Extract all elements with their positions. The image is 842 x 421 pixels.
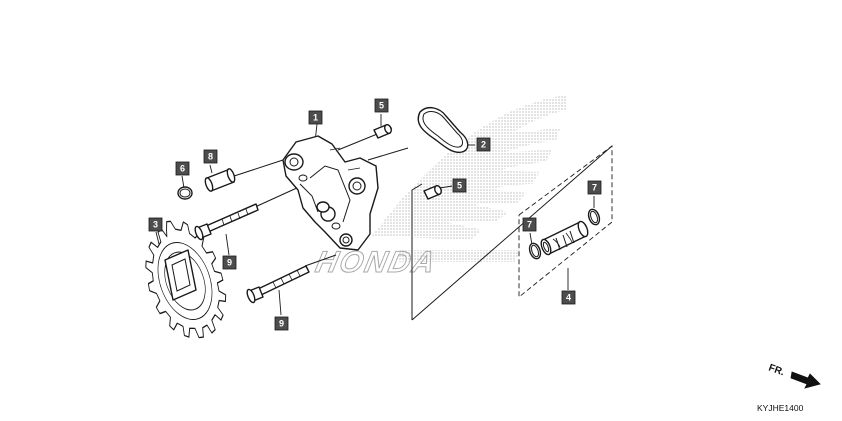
watermark-wordmark: HONDA xyxy=(313,246,440,279)
subassembly-frame xyxy=(411,145,613,321)
arrow-right-icon xyxy=(790,371,821,389)
drive-gear xyxy=(145,220,227,339)
collar xyxy=(204,168,236,192)
oil-pump-body xyxy=(282,135,379,251)
o-ring-left xyxy=(177,186,193,200)
o-ring-right-lower xyxy=(528,242,542,260)
svg-text:7: 7 xyxy=(527,220,532,230)
svg-text:4: 4 xyxy=(566,293,571,303)
diagram-code: KYJHE1400 xyxy=(757,403,804,413)
oil-joint-pipe xyxy=(540,220,589,256)
svg-text:1: 1 xyxy=(313,113,318,123)
callout-5-upper: 5 xyxy=(374,98,389,113)
direction-label: FR. xyxy=(767,362,786,378)
svg-text:7: 7 xyxy=(592,183,597,193)
svg-text:9: 9 xyxy=(227,258,232,268)
flange-bolt-lower xyxy=(246,265,310,304)
svg-text:9: 9 xyxy=(279,319,284,329)
svg-text:2: 2 xyxy=(481,140,486,150)
svg-text:5: 5 xyxy=(457,181,462,191)
callout-2: 2 xyxy=(476,137,491,152)
dowel-pin-lower xyxy=(423,184,442,200)
callout-4: 4 xyxy=(561,290,576,305)
callout-9-lower: 9 xyxy=(274,316,289,331)
flange-bolt-upper xyxy=(194,203,259,241)
svg-text:3: 3 xyxy=(153,220,158,230)
dowel-pin-upper xyxy=(373,123,392,139)
callout-8: 8 xyxy=(203,149,218,164)
callout-9-upper: 9 xyxy=(222,255,237,270)
callout-5-lower: 5 xyxy=(452,178,467,193)
pump-gasket xyxy=(417,106,469,154)
o-ring-right-upper xyxy=(587,208,601,226)
svg-text:6: 6 xyxy=(180,164,185,174)
callout-7-lower: 7 xyxy=(522,217,537,232)
svg-text:5: 5 xyxy=(379,101,384,111)
callout-6: 6 xyxy=(175,161,190,176)
callout-3: 3 xyxy=(148,217,163,232)
callout-1: 1 xyxy=(308,110,323,125)
front-direction-indicator: FR. xyxy=(767,362,821,389)
callout-7-upper: 7 xyxy=(587,180,602,195)
svg-text:8: 8 xyxy=(208,152,213,162)
wing-logo-icon: HONDA xyxy=(312,95,566,279)
